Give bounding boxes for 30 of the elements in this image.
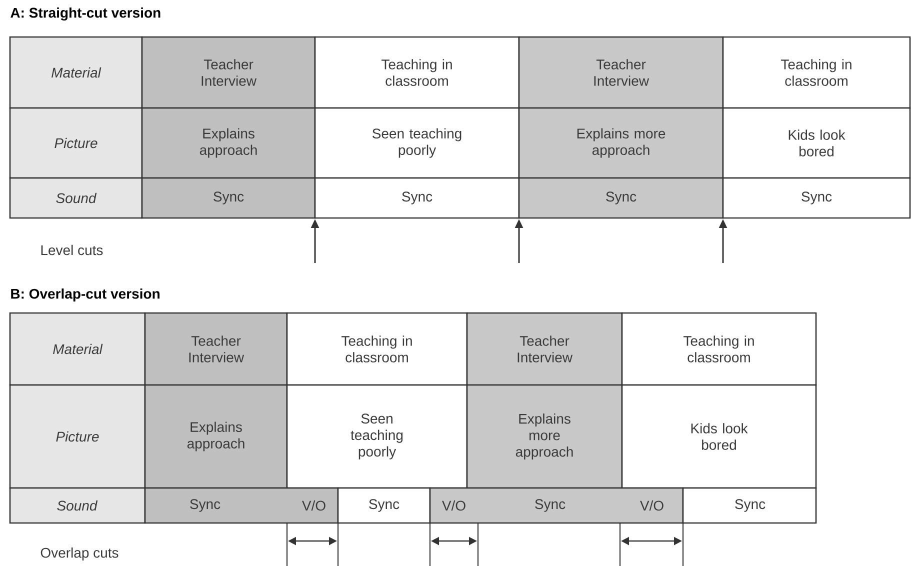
row-header-cell: Sound: [9, 177, 143, 219]
table-cell: Explains more approach: [518, 107, 724, 179]
table-cell: Sync: [722, 177, 911, 219]
table-cell: Teacher Interview: [518, 36, 724, 109]
table-cell: Teaching in classroom: [722, 36, 911, 109]
table-cell: Teacher Interview: [144, 312, 288, 386]
section-heading: A: Straight-cut version: [10, 7, 160, 21]
table-cell: Teaching in classroom: [621, 312, 817, 386]
row-header-cell: Picture: [9, 107, 143, 179]
row-header-cell: Material: [9, 312, 146, 386]
table-cell: Explains more approach: [466, 384, 623, 489]
table-cell: Kids look bored: [722, 107, 911, 179]
row-header-cell: Material: [9, 36, 143, 109]
table-cell: Teaching in classroom: [314, 36, 520, 109]
row-header-cell: Sound: [9, 487, 146, 524]
caption-label: Overlap cuts: [40, 547, 118, 561]
table-cell: Teacher Interview: [466, 312, 623, 386]
table-cell: Sync: [314, 177, 520, 219]
table-cell: Sync: [141, 177, 316, 219]
table-cell: Teacher Interview: [141, 36, 316, 109]
section-heading: B: Overlap-cut version: [11, 288, 160, 302]
table-cell: Sync: [518, 177, 724, 219]
table-cell: V/O Sync V/O: [429, 487, 684, 524]
table-cell: Sync: [682, 487, 817, 524]
caption-label: Level cuts: [41, 244, 103, 256]
table-cell: Teaching in classroom: [286, 312, 468, 386]
table-cell: Seen teaching poorly: [314, 107, 520, 179]
table-cell: Sync: [337, 487, 431, 524]
table-cell: Sync V/O: [144, 487, 339, 524]
table-cell: Explains approach: [141, 107, 316, 179]
